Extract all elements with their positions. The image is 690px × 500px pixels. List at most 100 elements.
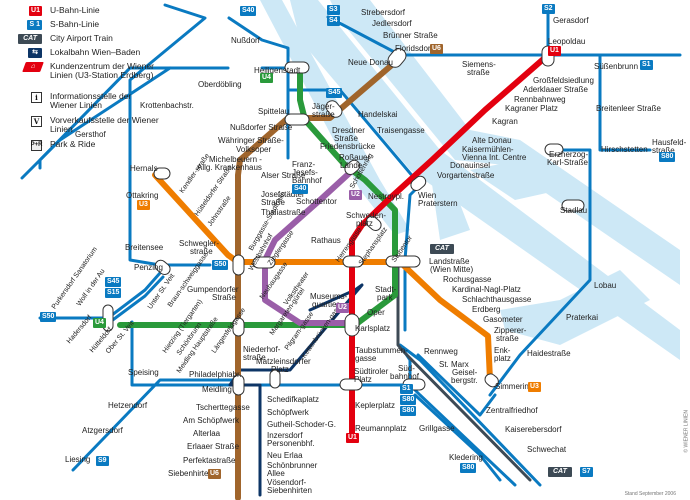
station-label-jedlersdorf: Jedlersdorf — [372, 19, 412, 28]
station-label-erzherzog2: Karl-Straße — [547, 158, 588, 167]
station-label-voesendorf: Vösendorf- — [267, 478, 307, 487]
s40-fjb-badge: S40 — [292, 184, 309, 194]
lokalbahn-line — [228, 283, 364, 497]
station-label-fjbahnhof2: Josefs- — [292, 168, 318, 177]
station-label-schottentor: Schottentor — [296, 197, 337, 206]
station-label-praterstern2: Praterstern — [418, 199, 458, 208]
station-label-thaliastr: Thaliastraße — [261, 208, 306, 217]
station-label-inzersdorf2: Personenbhf. — [267, 439, 315, 448]
station-label-nussdorfer: Nußdorfer Straße — [230, 123, 293, 132]
station-label-jaeger2: straße — [312, 110, 335, 119]
s-bahn-lines — [20, 3, 682, 487]
station-label-suedtiroler2: Platz — [354, 375, 372, 384]
station-label-siemens2: straße — [467, 68, 490, 77]
station-label-zipperer: Zipperer- — [494, 326, 527, 335]
station-label-niederhof2: straße — [243, 353, 266, 362]
u6-floridsdorf-badge: U6 — [430, 44, 443, 54]
legend-item-lokalbahn: ⇆ Lokalbahn Wien–Baden — [18, 48, 188, 62]
station-label-atzgersdorf: Atzgersdorf — [82, 426, 123, 435]
station-label-suessenbrunn: Süßenbrunn — [594, 62, 639, 71]
station-label-handelskai: Handelskai — [358, 110, 398, 119]
station-label-gumpendorfer2: Straße — [212, 293, 237, 302]
s9-badge: S9 — [96, 456, 109, 466]
u3-ottakring-badge: U3 — [137, 200, 150, 210]
station-label-kaisermuehlen: Kaisermühlen- — [462, 145, 514, 154]
station-label-kledering: Kledering — [449, 453, 483, 462]
station-label-haidestr: Haidestraße — [527, 349, 571, 358]
station-label-schlachthaus: Schlachthausgasse — [462, 295, 532, 304]
station-label-kagran: Kagran — [492, 117, 518, 126]
station-label-zipperer2: straße — [496, 334, 519, 343]
s80-east-badge: S80 — [659, 152, 676, 162]
station-label-hausfeld: Hausfeld- — [652, 138, 687, 147]
station-label-gerasdorf: Gerasdorf — [553, 16, 589, 25]
station-label-rennweg: Rennweg — [424, 347, 458, 356]
station-label-neuedonau: Neue Donau — [348, 58, 393, 67]
ubahn-badge-icon: U1 — [29, 6, 42, 16]
station-label-niederhof: Niederhof- — [243, 345, 281, 354]
station-label-stadlau: Stadlau — [560, 206, 588, 215]
station-label-kaiserebersdorf: Kaiserebersdorf — [505, 425, 562, 434]
u1-line — [349, 52, 551, 443]
station-label-schwedenplatz: Schweden- — [346, 211, 387, 220]
station-label-simmering: Simmering — [495, 382, 534, 391]
legend-item-sbahn: S 1 S-Bahn-Linie — [27, 19, 100, 30]
station-label-matzleinsdorfer: Matzleinsdorfer — [256, 357, 311, 366]
station-label-voesendorf2: Siebenhirten — [267, 486, 312, 495]
station-label-reumannplatz: Reumannplatz — [355, 424, 407, 433]
sued-s80b-badge: S80 — [400, 406, 417, 416]
u3-simmering-badge: U3 — [528, 382, 541, 392]
station-label-schedifka: Schedifkaplatz — [267, 395, 320, 404]
u6-siebenhirten-badge: U6 — [208, 469, 221, 479]
station-label-erzherzog: Erzherzog- — [549, 150, 589, 159]
cat-badge-icon: CAT — [18, 34, 42, 44]
station-label-aderklaaer: Aderklaaer Straße — [523, 85, 588, 94]
station-label-friedensbruecke: Friedensbrücke — [320, 142, 376, 151]
station-label-waehringer: Währinger Straße- — [218, 136, 284, 145]
s2-badge: S2 — [542, 4, 555, 14]
station-label-kardinal: Kardinal-Nagl-Platz — [452, 285, 521, 294]
station-label-breitenleer: Breitenleer Straße — [596, 104, 661, 113]
station-label-penzing: Penzing — [134, 263, 163, 272]
station-label-meidling: Meidling — [202, 385, 232, 394]
station-label-floridsdorf: Floridsdorf — [395, 44, 433, 53]
station-label-siemens: Siemens- — [462, 60, 496, 69]
station-label-kagranerplatz: Kagraner Platz — [505, 104, 558, 113]
station-label-altedonau: Alte Donau — [472, 136, 512, 145]
sued-s1-badge: S1 — [400, 384, 413, 394]
station-label-karlsplatz: Karlsplatz — [355, 324, 391, 333]
station-label-erlaaer: Erlaaer Straße — [187, 442, 240, 451]
station-label-schwegler2: straße — [190, 247, 213, 256]
station-label-erdberg: Erdberg — [472, 305, 501, 314]
station-label-dresdner: Dresdner — [332, 126, 365, 135]
sbahn-badge-icon: S 1 — [27, 20, 42, 30]
station-label-vorgarten: Vorgartenstraße — [437, 171, 495, 180]
station-label-heiligenstadt: Heiligenstadt — [254, 66, 301, 75]
station-label-landstrasse: Landstraße — [429, 257, 470, 266]
station-label-gersthof: Gersthof — [75, 130, 106, 139]
station-label-alser: Alser Straße — [261, 171, 306, 180]
legend-item-cat: CAT City Airport Train — [18, 34, 188, 48]
station-label-inzersdorf: Inzersdorf — [267, 431, 303, 440]
legend-item-vorverkauf: V Vorverkaufsstelle der Wiener Linien — [18, 116, 188, 140]
station-label-oper: Oper — [367, 308, 385, 317]
station-label-rossauer2: Lände — [340, 161, 363, 170]
s45-penzing-badge: S45 — [105, 277, 122, 287]
station-label-liesing: Liesing — [65, 455, 91, 464]
map-legend: U1 U-Bahn-Linie S 1 S-Bahn-Linie CAT Cit… — [18, 6, 188, 154]
legend-item-ubahn: U1 U-Bahn-Linie — [29, 5, 100, 16]
station-label-geiselberg2: bergstr. — [451, 376, 478, 385]
station-label-michelbeuern2: Allg. Krankenhaus — [197, 163, 262, 172]
station-label-schoepfwerk: Schöpfwerk — [267, 408, 309, 417]
station-label-waehringer2: Volksoper — [236, 145, 272, 154]
u6-line — [235, 55, 403, 500]
station-label-grossfeld: Großfeldsiedlung — [533, 76, 594, 85]
station-label-hirschstetten: Hirschstetten — [601, 145, 648, 154]
station-label-taubstummen: Taubstummen- — [355, 346, 408, 355]
station-label-schoenbrunnerallee: Schönbrunner — [267, 461, 318, 470]
station-label-suedtiroler: Südtiroler — [354, 367, 389, 376]
cat-landstrasse-badge: CAT — [430, 244, 454, 254]
station-label-gutheil: Gutheil-Schoder-G. — [267, 420, 336, 429]
legend-item-park-ride: P+R Park & Ride — [30, 139, 96, 151]
